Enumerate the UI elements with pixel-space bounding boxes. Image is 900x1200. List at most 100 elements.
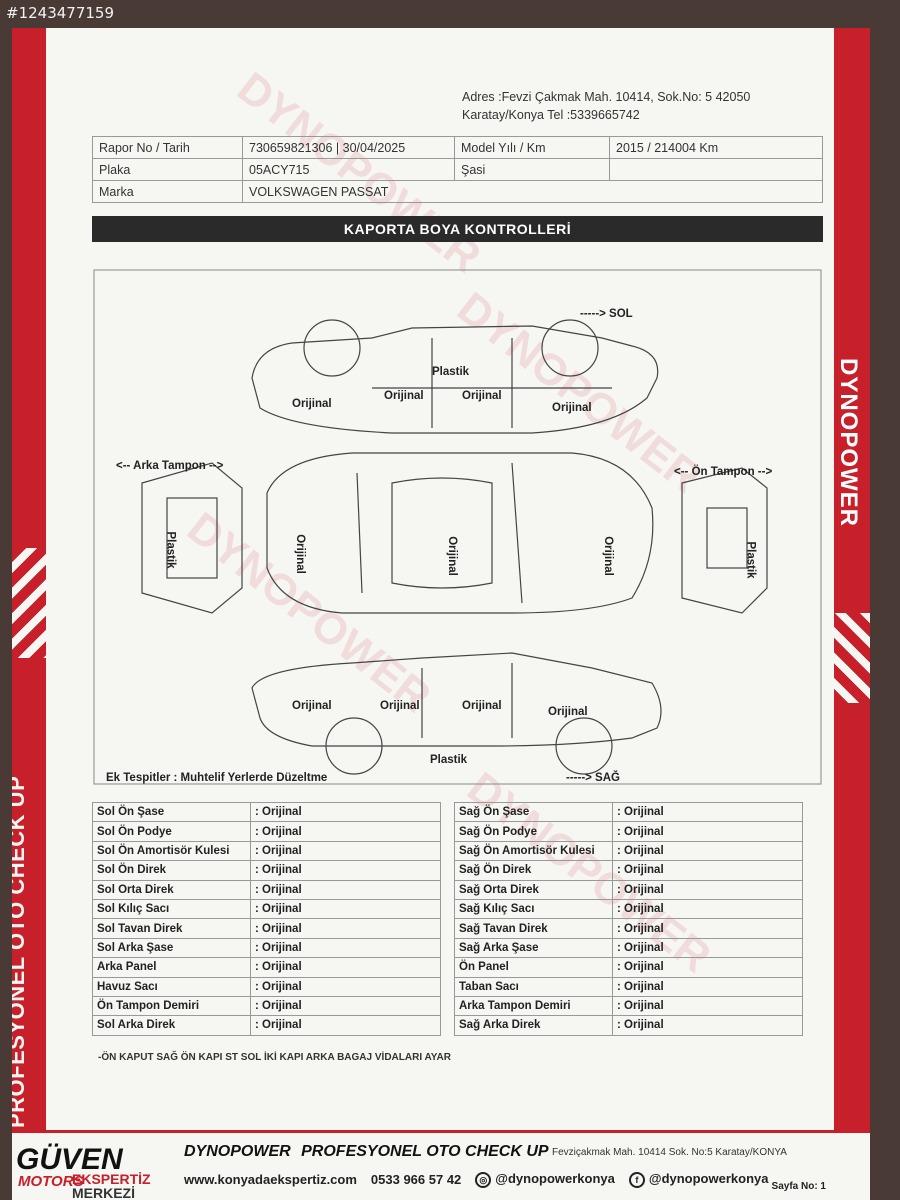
label-left-orijinal-2: Orijinal — [384, 390, 424, 402]
dynopower-logo: DYNOPOWER — [835, 358, 868, 618]
part-status: : Orijinal — [612, 918, 803, 939]
part-row: Sağ Kılıç Sacı: Orijinal — [454, 898, 803, 920]
footer-website[interactable]: www.konyadaekspertiz.com — [184, 1172, 357, 1187]
part-status: : Orijinal — [250, 937, 441, 959]
brand-vertical-text: DYNOPOWER — [835, 358, 862, 528]
part-row: Sağ Arka Direk: Orijinal — [454, 1015, 803, 1036]
sol-indicator: -----> SOL — [580, 308, 633, 320]
part-status: : Orijinal — [250, 976, 441, 997]
part-status: : Orijinal — [612, 879, 803, 900]
part-row: Sağ Ön Podye: Orijinal — [454, 821, 803, 842]
notes-line: -ÖN KAPUT SAĞ ÖN KAPI ST SOL İKİ KAPI AR… — [98, 1052, 451, 1063]
car-body-diagram: -----> SOL Plastik Orijinal Orijinal Ori… — [92, 268, 823, 788]
part-name: Sağ Kılıç Sacı — [454, 898, 613, 920]
part-name: Sol Orta Direk — [92, 879, 251, 900]
part-row: Sağ Ön Direk: Orijinal — [454, 860, 803, 881]
model-label: Model Yılı / Km — [454, 136, 610, 159]
page-number: Sayfa No: 1 — [771, 1181, 826, 1192]
part-status: : Orijinal — [250, 801, 441, 823]
guven-motors-logo: GÜVEN MOTORS EKSPERTİZ MERKEZİ — [16, 1143, 151, 1200]
part-status: : Orijinal — [612, 937, 803, 959]
part-status: : Orijinal — [612, 898, 803, 920]
part-row: Sol Ön Podye: Orijinal — [92, 821, 441, 842]
label-top-orijinal-2: Orijinal — [445, 536, 458, 576]
part-name: Sol Arka Şase — [92, 937, 251, 959]
part-row: Sağ Tavan Direk: Orijinal — [454, 918, 803, 939]
part-status: : Orijinal — [250, 995, 441, 1017]
part-status: : Orijinal — [612, 957, 803, 978]
logo-merkezi-text: MERKEZİ — [72, 1185, 135, 1200]
marka-label: Marka — [92, 180, 243, 203]
part-status: : Orijinal — [250, 879, 441, 900]
facebook-icon: f — [628, 1172, 645, 1188]
label-front-plastik: Plastik — [744, 541, 757, 579]
part-status: : Orijinal — [612, 1015, 803, 1036]
footer-tagline: PROFESYONEL OTO CHECK UP — [301, 1143, 549, 1160]
label-right-orijinal-4: Orijinal — [548, 706, 588, 718]
label-left-orijinal-1: Orijinal — [292, 398, 332, 410]
vehicle-info-table: Rapor No / Tarih 730659821306 | 30/04/20… — [92, 136, 823, 203]
part-name: Sol Tavan Direk — [92, 918, 251, 939]
label-right-orijinal-1: Orijinal — [292, 700, 332, 712]
facebook-handle: @dynopowerkonya — [648, 1171, 769, 1186]
label-left-orijinal-3: Orijinal — [462, 390, 502, 402]
label-top-orijinal-1: Orijinal — [293, 534, 306, 574]
part-name: Sağ Orta Direk — [454, 879, 613, 900]
rapor-value: 730659821306 | 30/04/2025 — [242, 136, 455, 159]
photo-id: #1243477159 — [6, 4, 115, 22]
arka-tampon-label: <-- Arka Tampon --> — [116, 460, 224, 472]
logo-ekspertiz-text: EKSPERTİZ — [72, 1171, 151, 1187]
part-name: Sol Arka Direk — [92, 1015, 251, 1036]
marka-value: VOLKSWAGEN PASSAT — [242, 180, 823, 203]
part-status: : Orijinal — [250, 821, 441, 842]
part-row: Sol Ön Amortisör Kulesi: Orijinal — [92, 840, 441, 862]
part-status: : Orijinal — [250, 898, 441, 920]
footer-phone: 0533 966 57 42 — [370, 1172, 462, 1187]
footer-title: DYNOPOWER PROFESYONEL OTO CHECK UP — [184, 1143, 549, 1161]
part-name: Sağ Arka Direk — [454, 1015, 613, 1036]
part-row: Ön Tampon Demiri: Orijinal — [92, 995, 441, 1017]
left-stripe-decoration — [12, 548, 46, 658]
sasi-label: Şasi — [454, 158, 610, 181]
part-name: Taban Sacı — [454, 976, 613, 997]
part-row: Arka Tampon Demiri: Orijinal — [454, 995, 803, 1017]
part-row: Sağ Orta Direk: Orijinal — [454, 879, 803, 900]
address-line-2: Karatay/Konya Tel :5339665742 — [462, 108, 640, 122]
footer-facebook[interactable]: f@dynopowerkonya — [628, 1171, 769, 1188]
part-status: : Orijinal — [250, 918, 441, 939]
part-row: Sol Arka Şase: Orijinal — [92, 937, 441, 959]
label-right-plastik: Plastik — [430, 754, 468, 766]
logo-sub-text: MOTORS — [18, 1173, 84, 1190]
part-name: Ön Panel — [454, 957, 613, 978]
part-name: Sağ Arka Şase — [454, 937, 613, 959]
part-name: Sol Kılıç Sacı — [92, 898, 251, 920]
vertical-title: PROFESYONEL OTO CHECK UP — [12, 775, 29, 1128]
part-name: Sağ Ön Podye — [454, 821, 613, 842]
label-right-orijinal-2: Orijinal — [380, 700, 420, 712]
part-row: Sol Tavan Direk: Orijinal — [92, 918, 441, 939]
part-status: : Orijinal — [612, 840, 803, 862]
part-status: : Orijinal — [612, 860, 803, 881]
plaka-label: Plaka — [92, 158, 243, 181]
part-row: Sol Ön Direk: Orijinal — [92, 860, 441, 881]
part-name: Sağ Ön Direk — [454, 860, 613, 881]
rapor-label: Rapor No / Tarih — [92, 136, 243, 159]
part-name: Sol Ön Direk — [92, 860, 251, 881]
part-row: Sol Orta Direk: Orijinal — [92, 879, 441, 900]
part-name: Ön Tampon Demiri — [92, 995, 251, 1017]
part-name: Sağ Ön Şase — [454, 801, 613, 823]
model-value: 2015 / 214004 Km — [609, 136, 823, 159]
sag-indicator: -----> SAĞ — [566, 772, 620, 784]
part-name: Sağ Ön Amortisör Kulesi — [454, 840, 613, 862]
part-row: Sağ Ön Amortisör Kulesi: Orijinal — [454, 840, 803, 862]
part-status: : Orijinal — [250, 957, 441, 978]
label-left-orijinal-4: Orijinal — [552, 402, 592, 414]
part-status: : Orijinal — [250, 860, 441, 881]
part-row: Havuz Sacı: Orijinal — [92, 976, 441, 997]
footer-contacts: www.konyadaekspertiz.com 0533 966 57 42 … — [184, 1171, 768, 1188]
footer-instagram[interactable]: ◎@dynopowerkonya — [475, 1171, 615, 1188]
sasi-value — [609, 158, 823, 181]
part-row: Arka Panel: Orijinal — [92, 957, 441, 978]
part-status: : Orijinal — [250, 840, 441, 862]
part-name: Sağ Tavan Direk — [454, 918, 613, 939]
